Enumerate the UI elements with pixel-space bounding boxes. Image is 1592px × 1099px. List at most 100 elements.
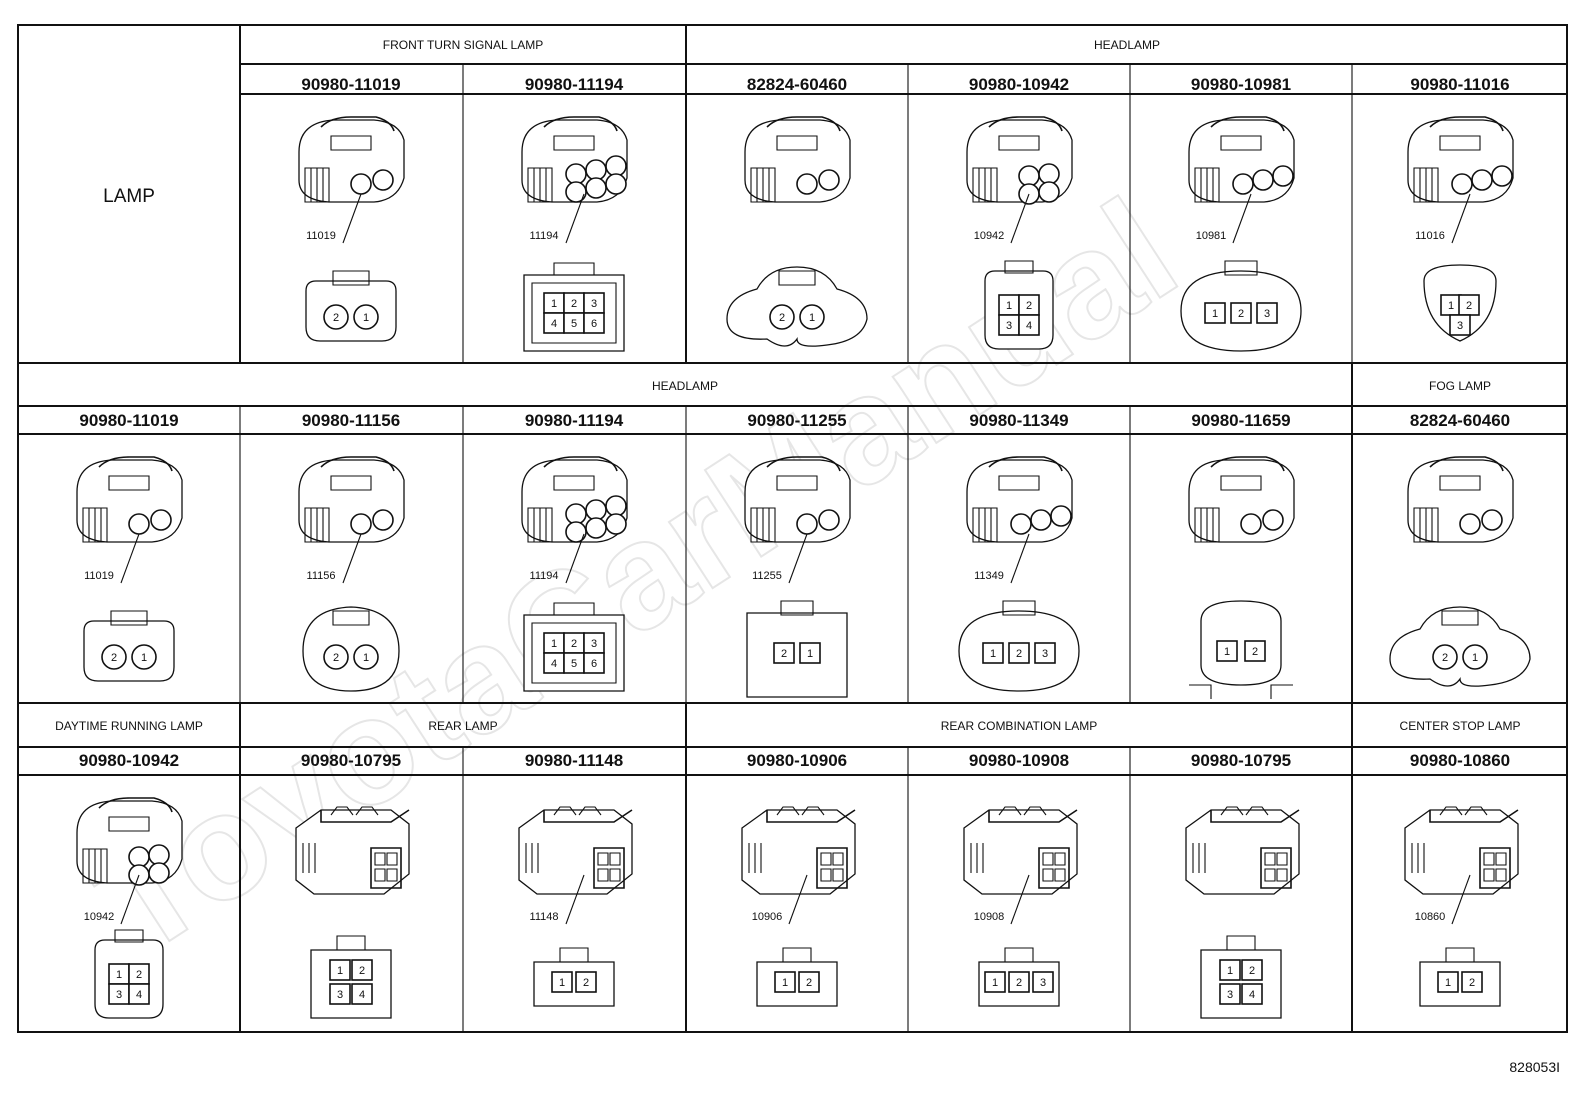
pin-face-outline <box>305 280 397 342</box>
part-number: 90980-11255 <box>747 411 846 430</box>
pin-number: 4 <box>1026 320 1032 332</box>
pin-number: 2 <box>333 652 339 664</box>
pin-face-outline <box>1445 947 1475 963</box>
pin-face-outline <box>1226 935 1256 951</box>
callout-leader <box>788 874 808 925</box>
part-number: 90980-10942 <box>969 75 1069 94</box>
connector-body-outline <box>1194 167 1220 203</box>
callout-label: 11019 <box>84 570 114 582</box>
pin-number: 4 <box>551 658 557 670</box>
section-headlamp-top: HEADLAMP <box>1094 38 1160 52</box>
connector-body-outline <box>1188 459 1295 543</box>
pin-number: 1 <box>337 965 343 977</box>
pin-number: 1 <box>1227 965 1233 977</box>
connector-body-outline <box>1407 459 1514 543</box>
connector-body-outline <box>330 135 372 151</box>
callout-leader <box>1010 193 1030 244</box>
connector-body-outline <box>1404 809 1519 895</box>
connector-body-outline <box>756 508 770 542</box>
pin-face-outline <box>310 949 392 1019</box>
connector-body-outline <box>988 809 1078 823</box>
pin-face-outline <box>332 610 370 626</box>
pin-number: 3 <box>1227 989 1233 1001</box>
connector-cavity <box>605 513 627 535</box>
pin-face-outline <box>780 600 814 616</box>
pin-number: 1 <box>1448 300 1454 312</box>
pin-number: 2 <box>1252 646 1258 658</box>
part-number: 90980-10942 <box>79 751 179 770</box>
pin-cavity <box>1462 644 1488 670</box>
pin-face-outline <box>1419 961 1501 1007</box>
connector-body-outline <box>304 507 330 543</box>
connector-body-outline <box>304 167 330 203</box>
callout-leader <box>1451 193 1471 244</box>
pin-number: 1 <box>807 648 813 660</box>
pin-number: 3 <box>1042 648 1048 660</box>
pin-face-outline <box>1224 260 1258 276</box>
connector-body-outline <box>310 168 324 202</box>
connector-cavity <box>1481 509 1503 531</box>
connector-body-outline <box>766 809 856 823</box>
section-rear-lamp: REAR LAMP <box>428 719 497 733</box>
connector-body-outline <box>1413 507 1439 543</box>
connector-cavity <box>565 521 587 543</box>
connector-body-outline <box>1210 809 1300 823</box>
connector-cavity <box>796 513 818 535</box>
pin-number: 2 <box>1442 652 1448 664</box>
pin-number: 1 <box>990 648 996 660</box>
pin-face-outline <box>1200 600 1282 686</box>
connector-body-outline <box>298 119 405 203</box>
connector-body-outline <box>1220 806 1269 816</box>
connector-body-outline <box>1220 475 1262 491</box>
pin-number: 2 <box>1249 965 1255 977</box>
callout-leader <box>120 874 140 925</box>
pin-cavity <box>799 642 821 664</box>
pin-cavity <box>131 644 157 670</box>
callout-leader <box>1010 533 1030 584</box>
connector-body-outline <box>533 508 547 542</box>
pin-number: 1 <box>1445 977 1451 989</box>
pin-number: 1 <box>1224 646 1230 658</box>
connector-body-outline <box>543 809 633 823</box>
pin-cavity <box>1241 959 1263 981</box>
pin-cavity <box>799 304 825 330</box>
pin-number: 3 <box>337 989 343 1001</box>
figure-id: 828053I <box>1509 1059 1560 1075</box>
pin-number: 1 <box>141 652 147 664</box>
pin-face-outline <box>1002 600 1036 616</box>
connector-cavity <box>1038 163 1060 185</box>
pin-number: 1 <box>1212 308 1218 320</box>
connector-body-outline <box>302 843 316 873</box>
connector-body-outline <box>1439 475 1481 491</box>
connector-body-outline <box>553 135 595 151</box>
pin-number: 4 <box>1249 989 1255 1001</box>
section-fog-lamp: FOG LAMP <box>1429 379 1491 393</box>
pin-cavity <box>329 983 351 1005</box>
pin-number: 3 <box>1006 320 1012 332</box>
pin-number: 2 <box>1026 300 1032 312</box>
pin-cavity <box>1230 302 1252 324</box>
pin-cavity <box>128 983 150 1005</box>
callout-leader <box>565 533 585 584</box>
part-number: 90980-11194 <box>525 411 624 430</box>
connector-cavity <box>585 517 607 539</box>
callout-leader <box>1451 874 1471 925</box>
connector-body-outline <box>1439 135 1481 151</box>
pin-cavity <box>329 959 351 981</box>
callout-leader <box>120 533 140 584</box>
connector-cavity <box>585 159 607 181</box>
connector-cavity <box>818 169 840 191</box>
connector-body-outline <box>816 847 848 889</box>
pin-number: 5 <box>571 658 577 670</box>
callout-label: 10906 <box>752 911 783 923</box>
part-number: 82824-60460 <box>747 75 847 94</box>
callout-label: 10981 <box>1196 230 1227 242</box>
connector-body-outline <box>1192 843 1206 873</box>
